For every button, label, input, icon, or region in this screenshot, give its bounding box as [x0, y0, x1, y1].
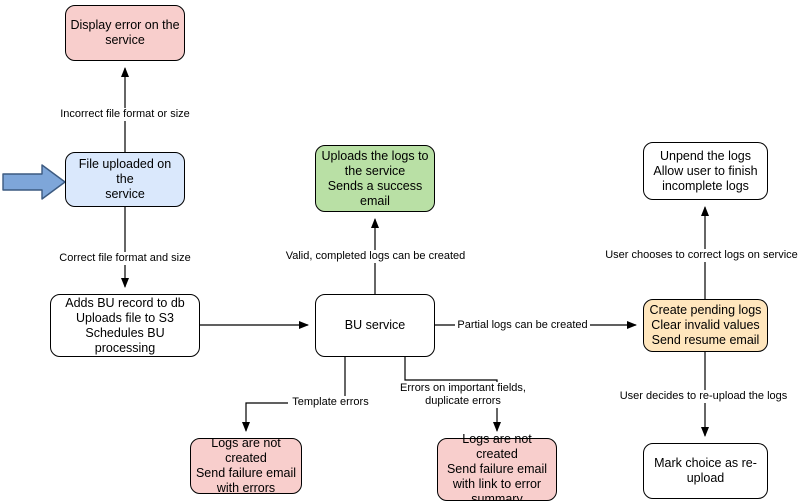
node-bu-service[interactable]: BU service	[315, 294, 435, 357]
node-unpend-logs[interactable]: Unpend the logs Allow user to finish inc…	[643, 142, 768, 200]
edge-label-incorrect-format: Incorrect file format or size	[55, 108, 195, 121]
edge-label-errors-important: Errors on important fields, duplicate er…	[393, 382, 533, 408]
edge-label-valid-completed: Valid, completed logs can be created	[278, 250, 473, 263]
entry-block-arrow	[2, 164, 66, 200]
node-logs-not-created-2[interactable]: Logs are not created Send failure email …	[437, 432, 557, 501]
node-mark-choice[interactable]: Mark choice as re- upload	[643, 443, 768, 499]
node-uploads-logs[interactable]: Uploads the logs to the service Sends a …	[315, 145, 435, 212]
edge-bu-service-to-logs-not-created-1	[242, 357, 346, 432]
edge-label-correct-format: Correct file format and size	[55, 252, 195, 265]
edge-label-user-chooses: User chooses to correct logs on service	[602, 249, 801, 262]
edge-label-template-errors: Template errors	[288, 396, 373, 409]
node-display-error[interactable]: Display error on the service	[65, 5, 185, 61]
node-file-uploaded[interactable]: File uploaded on the service	[65, 152, 185, 207]
edge-label-partial-logs: Partial logs can be created	[455, 319, 590, 332]
node-logs-not-created-1[interactable]: Logs are not created Send failure email …	[190, 436, 302, 495]
node-create-pending-logs[interactable]: Create pending logs Clear invalid values…	[643, 299, 768, 352]
node-adds-bu-record[interactable]: Adds BU record to db Uploads file to S3 …	[50, 294, 200, 357]
edge-label-user-decides: User decides to re-upload the logs	[616, 390, 791, 403]
